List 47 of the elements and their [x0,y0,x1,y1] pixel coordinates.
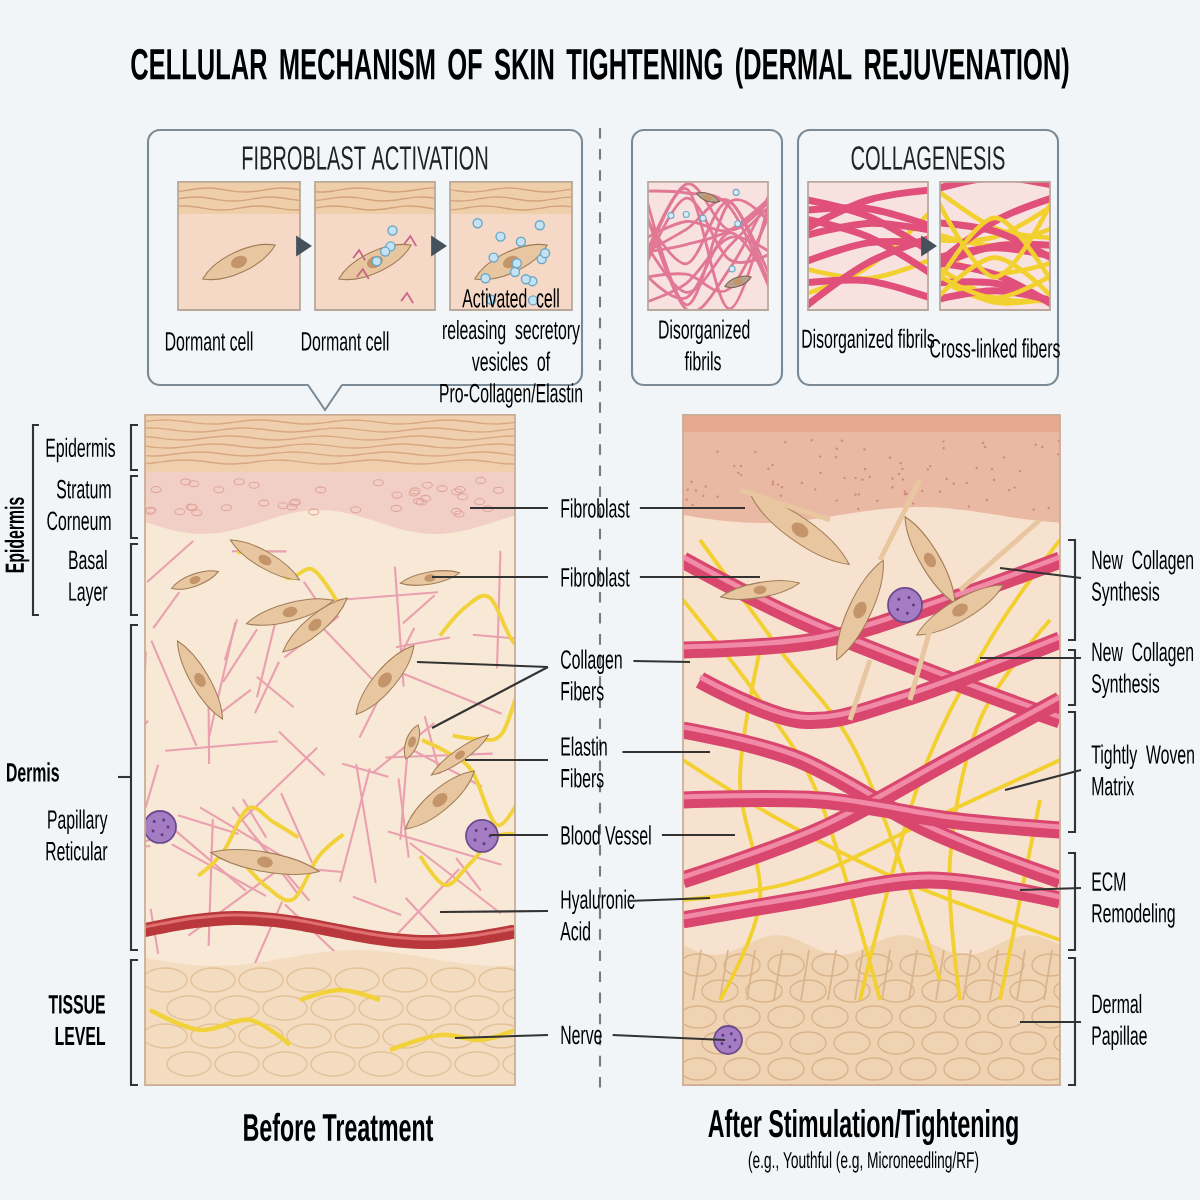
callout-label: Fibroblast [561,567,630,587]
layer-label: Epidermis [46,437,115,463]
leader-line [490,833,548,837]
callout-label: New Collagen Synthesis [1091,549,1193,607]
leader-line [622,750,710,754]
callout-label: Nerve [561,1025,602,1045]
callout-label: ECM Remodeling [1092,872,1175,928]
layer-label: Stratum Corneum [47,479,111,531]
image-caption: Disorganized fibrils [659,319,750,371]
leader-line [1020,1020,1081,1024]
callout-label: Fibroblast [561,498,630,518]
leader-line [1019,886,1082,892]
leader-line [639,506,745,510]
leader-line [465,758,548,762]
callout-label: New Collagen Synthesis [1091,641,1193,699]
leader-line [1004,768,1082,792]
layer-label: Dermis [7,762,59,782]
layer-label: Basal Layer [69,549,108,607]
leader-line [999,566,1082,580]
leader-line [639,575,760,579]
leader-line [431,666,549,729]
leader-line [416,660,549,669]
panel-caption: Before Treatment [244,1112,434,1142]
image-caption: Dormant cell [165,331,253,351]
leader-line [470,506,548,510]
leader-line [633,659,691,664]
leader-line [661,833,735,837]
title: CELLULAR MECHANISM OF SKIN TIGHTENING (DERMAL REJUVENATION) [131,47,1069,89]
callout-label: Tightly Woven Matrix [1091,744,1194,796]
layer-label: Papillary Reticular [46,809,108,861]
leader-line [980,656,1081,660]
leader-line [612,1033,726,1042]
layer-label: TISSUE LEVEL [48,994,106,1045]
callout-label: Dermal Papillae [1092,993,1147,1051]
callout-label: Hyaluronic Acid [560,889,635,941]
leader-line [440,909,548,914]
image-caption: Activated cell releasing secretory vesicles of Pro-Collagen/Elastin [440,288,583,408]
panel-subcaption: (e.g., Youthful (e.g, Microneedling/RF) [748,1151,979,1173]
leader-line [454,1033,549,1040]
callout-label: Blood Vessel [561,825,651,845]
panel-caption: After Stimulation/Tightening [708,1108,1018,1146]
callout-label: Elastin Fibers [561,736,607,788]
leader-line [432,575,548,579]
layer-label: Epidermis [4,497,30,573]
callout-label: Collagen Fibers [561,649,622,701]
leader-line [627,896,711,903]
image-caption: Dormant cell [301,331,389,351]
